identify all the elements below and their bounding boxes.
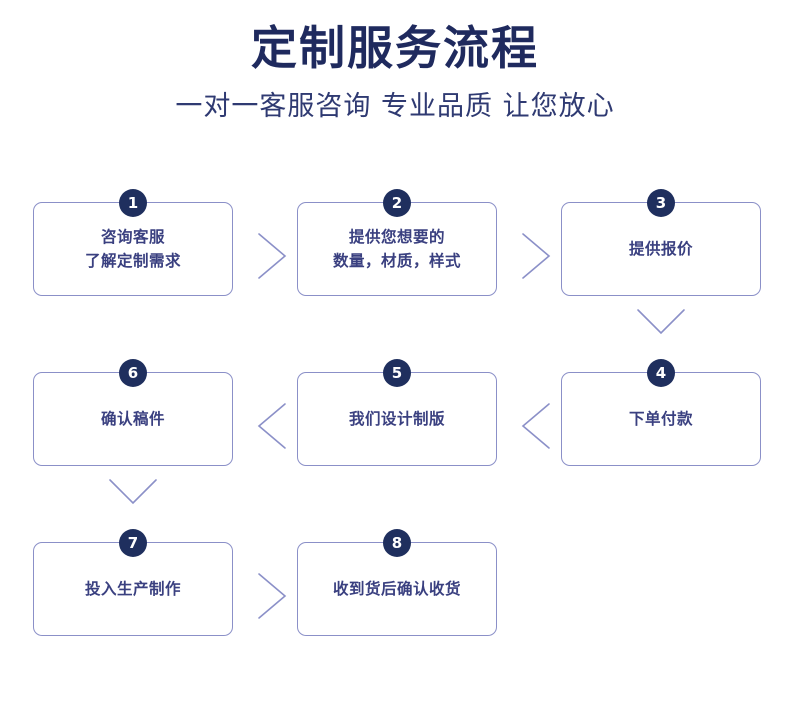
step-number-badge: 4 [647, 359, 675, 387]
step-label: 我们设计制版 [298, 407, 496, 431]
flow-row-1: 1 咨询客服 了解定制需求 2 提供您想要的 数量，材质，样式 [0, 166, 790, 336]
step-label-line-1: 提供报价 [628, 239, 693, 258]
step-label-line-1: 投入生产制作 [84, 579, 181, 598]
flow-step-5[interactable]: 5 我们设计制版 [297, 359, 497, 466]
step-number-badge: 7 [119, 529, 147, 557]
step-label: 投入生产制作 [34, 577, 232, 601]
step-number-badge: 6 [119, 359, 147, 387]
step-label-line-1: 咨询客服 [100, 227, 165, 246]
step-label-line-1: 下单付款 [628, 409, 693, 428]
step-label-line-2: 数量，材质，样式 [332, 252, 461, 270]
step-label: 提供您想要的 数量，材质，样式 [298, 225, 496, 273]
flow-step-3[interactable]: 3 提供报价 [561, 189, 761, 296]
page-subtitle: 一对一客服咨询 专业品质 让您放心 [175, 90, 615, 122]
step-number-badge: 2 [383, 189, 411, 217]
step-label-line-1: 收到货后确认收货 [332, 579, 461, 598]
flow-step-7[interactable]: 7 投入生产制作 [33, 529, 233, 636]
step-label-line-2: 了解定制需求 [84, 252, 181, 270]
flow-step-2[interactable]: 2 提供您想要的 数量，材质，样式 [297, 189, 497, 296]
step-label: 咨询客服 了解定制需求 [34, 225, 232, 273]
flow-row-3: 7 投入生产制作 8 收到货后确认收货 [0, 479, 790, 676]
step-label-line-1: 我们设计制版 [348, 409, 445, 428]
step-label: 提供报价 [562, 237, 760, 261]
step-label: 下单付款 [562, 407, 760, 431]
step-label-line-1: 确认稿件 [100, 409, 165, 428]
step-number-badge: 5 [383, 359, 411, 387]
step-label-line-1: 提供您想要的 [348, 227, 445, 246]
step-number-badge: 3 [647, 189, 675, 217]
flow-diagram: 1 咨询客服 了解定制需求 2 提供您想要的 数量，材质，样式 [0, 166, 790, 676]
header: 定制服务流程 一对一客服咨询 专业品质 让您放心 [0, 0, 790, 123]
chevron-left-icon [249, 398, 295, 454]
flow-step-1[interactable]: 1 咨询客服 了解定制需求 [33, 189, 233, 296]
chevron-left-icon [513, 398, 559, 454]
chevron-right-icon [249, 568, 295, 624]
flow-step-4[interactable]: 4 下单付款 [561, 359, 761, 466]
chevron-right-icon [513, 228, 559, 284]
step-number-badge: 1 [119, 189, 147, 217]
step-number-badge: 8 [383, 529, 411, 557]
step-label: 收到货后确认收货 [298, 577, 496, 601]
step-label: 确认稿件 [34, 407, 232, 431]
flow-row-2: 6 确认稿件 5 我们设计制版 [0, 309, 790, 506]
flow-step-6[interactable]: 6 确认稿件 [33, 359, 233, 466]
page-title: 定制服务流程 [251, 21, 539, 75]
chevron-right-icon [249, 228, 295, 284]
flow-step-8[interactable]: 8 收到货后确认收货 [297, 529, 497, 636]
